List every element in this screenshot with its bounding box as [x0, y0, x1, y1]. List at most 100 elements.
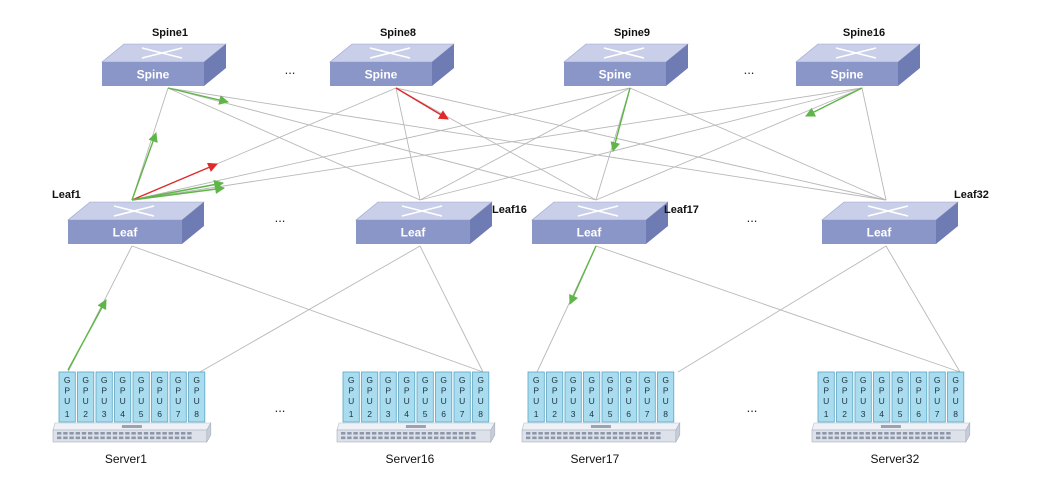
gpu-letter: P — [570, 386, 576, 396]
gpu-letter: G — [662, 375, 669, 385]
gpu-letter: U — [953, 396, 959, 406]
gpu-letter: P — [385, 386, 391, 396]
leaf-switch: Leaf — [355, 201, 493, 244]
gpu-number: 3 — [386, 409, 391, 419]
spine-name: Spine8 — [380, 27, 416, 39]
gpu-card-body — [342, 371, 360, 423]
gpu-letter: U — [934, 396, 940, 406]
gpu-letter: P — [879, 386, 885, 396]
server-chassis — [521, 421, 681, 444]
server-name: Server17 — [571, 452, 620, 466]
gpu-card-body — [657, 371, 675, 423]
gpu-letter: G — [952, 375, 959, 385]
spine-switch-front — [330, 62, 432, 86]
leaf-name: Leaf16 — [492, 204, 527, 216]
gpu-letter: U — [916, 396, 922, 406]
gpu-card-body — [453, 371, 471, 423]
gpu-letter: P — [83, 386, 89, 396]
spine-switch: Spine — [795, 43, 921, 86]
gpu-letter: P — [607, 386, 613, 396]
spine-leaf-link — [629, 87, 887, 201]
gpu-letter: P — [916, 386, 922, 396]
spine-switch-front — [564, 62, 666, 86]
gpu-number: 8 — [194, 409, 199, 419]
leaf-switch-label: Leaf — [577, 226, 603, 240]
leaf-switch: Leaf — [531, 201, 669, 244]
gpu-letter: U — [607, 396, 613, 406]
spine-name: Spine1 — [152, 27, 188, 39]
spine-switch: Spine — [329, 43, 455, 86]
gpu-letter: P — [860, 386, 866, 396]
gpu-letter: G — [878, 375, 885, 385]
gpu-letter: P — [404, 386, 410, 396]
gpu-letter: G — [934, 375, 941, 385]
gpu-card-body — [114, 371, 132, 423]
switch-cross-arrows-icon — [141, 47, 183, 59]
ellipsis-more-nodes: ... — [747, 400, 758, 415]
gpu-letter: P — [644, 386, 650, 396]
leaf-switch-side — [646, 202, 668, 244]
gpu-card-body — [527, 371, 545, 423]
gpu-letter: P — [120, 386, 126, 396]
leaf-switch: Leaf — [67, 201, 205, 244]
spine-switch-front — [796, 62, 898, 86]
switch-cross-arrows-icon — [835, 47, 877, 59]
gpu-card-body — [169, 371, 187, 423]
gpu-letter: G — [570, 375, 577, 385]
gpu-letter: G — [533, 375, 540, 385]
leaf-switch-label: Leaf — [401, 226, 427, 240]
traffic-flow-arrow — [569, 245, 597, 305]
gpu-letter: G — [607, 375, 614, 385]
gpu-letter: P — [478, 386, 484, 396]
gpu-number: 2 — [367, 409, 372, 419]
spine-name: Spine16 — [843, 27, 885, 39]
traffic-flow-layer — [67, 87, 863, 371]
gpu-card-body — [910, 371, 928, 423]
gpu-letter: G — [82, 375, 89, 385]
spine-leaf-link — [861, 87, 887, 201]
gpu-number: 4 — [120, 409, 125, 419]
spine-switch-side — [432, 44, 454, 86]
gpu-letter: U — [879, 396, 885, 406]
gpu-letter: G — [915, 375, 922, 385]
gpu-letter: U — [533, 396, 539, 406]
gpu-number: 3 — [571, 409, 576, 419]
gpu-letter: P — [953, 386, 959, 396]
gpu-card-body — [416, 371, 434, 423]
gpu-letter: G — [477, 375, 484, 385]
gpu-letter: G — [403, 375, 410, 385]
spine-leaf-link — [131, 87, 863, 201]
spine-switch-side — [666, 44, 688, 86]
gpu-letter: G — [64, 375, 71, 385]
gpu-letter: U — [422, 396, 428, 406]
gpu-letter: U — [385, 396, 391, 406]
traffic-flow-arrow — [131, 184, 225, 201]
gpu-letter: G — [385, 375, 392, 385]
traffic-flow-arrow — [167, 87, 229, 105]
gpu-card-body — [95, 371, 113, 423]
spine-switch-label: Spine — [365, 68, 398, 82]
ellipsis-more-nodes: ... — [275, 210, 286, 225]
gpu-letter: U — [64, 396, 70, 406]
leaf-server-link — [885, 245, 961, 373]
ellipsis-more-nodes: ... — [744, 62, 755, 77]
gpu-letter: G — [823, 375, 830, 385]
gpu-number: 6 — [157, 409, 162, 419]
gpu-number: 5 — [898, 409, 903, 419]
gpu-letter: P — [367, 386, 373, 396]
gpu-card-body — [151, 371, 169, 423]
spine-switch-side — [898, 44, 920, 86]
